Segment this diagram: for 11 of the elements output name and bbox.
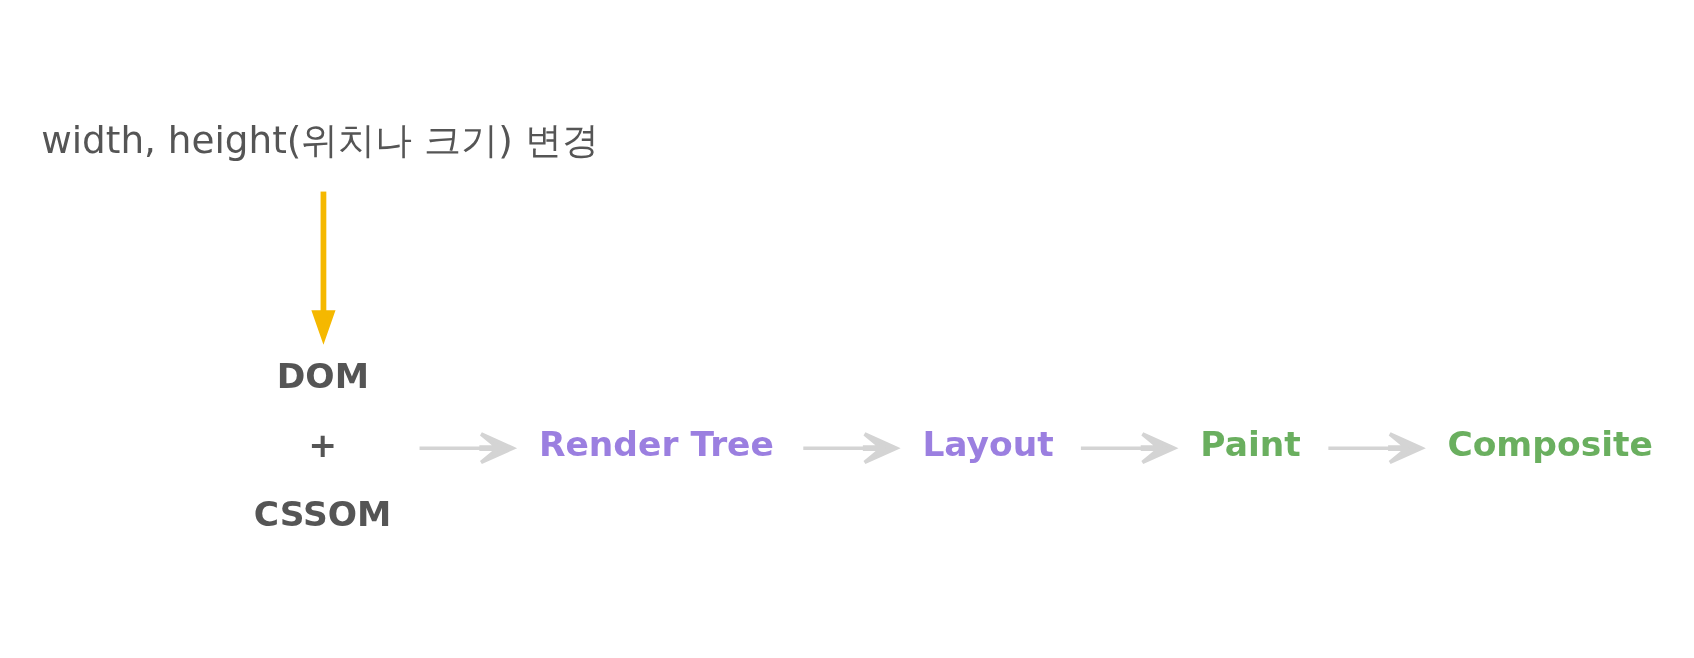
node-text: DOM + CSSOM (253, 356, 392, 535)
node-text: Render Tree (538, 423, 774, 464)
node-text: Paint (1200, 423, 1301, 464)
arrow (311, 191, 336, 345)
node-text: Composite (1447, 423, 1653, 464)
node-text: Layout (922, 423, 1054, 464)
arrow (419, 432, 515, 465)
arrow (803, 432, 899, 465)
node-text: width, height(위치나 크기) 변경 (41, 118, 599, 163)
arrow (1328, 432, 1424, 465)
arrow (1080, 432, 1176, 465)
